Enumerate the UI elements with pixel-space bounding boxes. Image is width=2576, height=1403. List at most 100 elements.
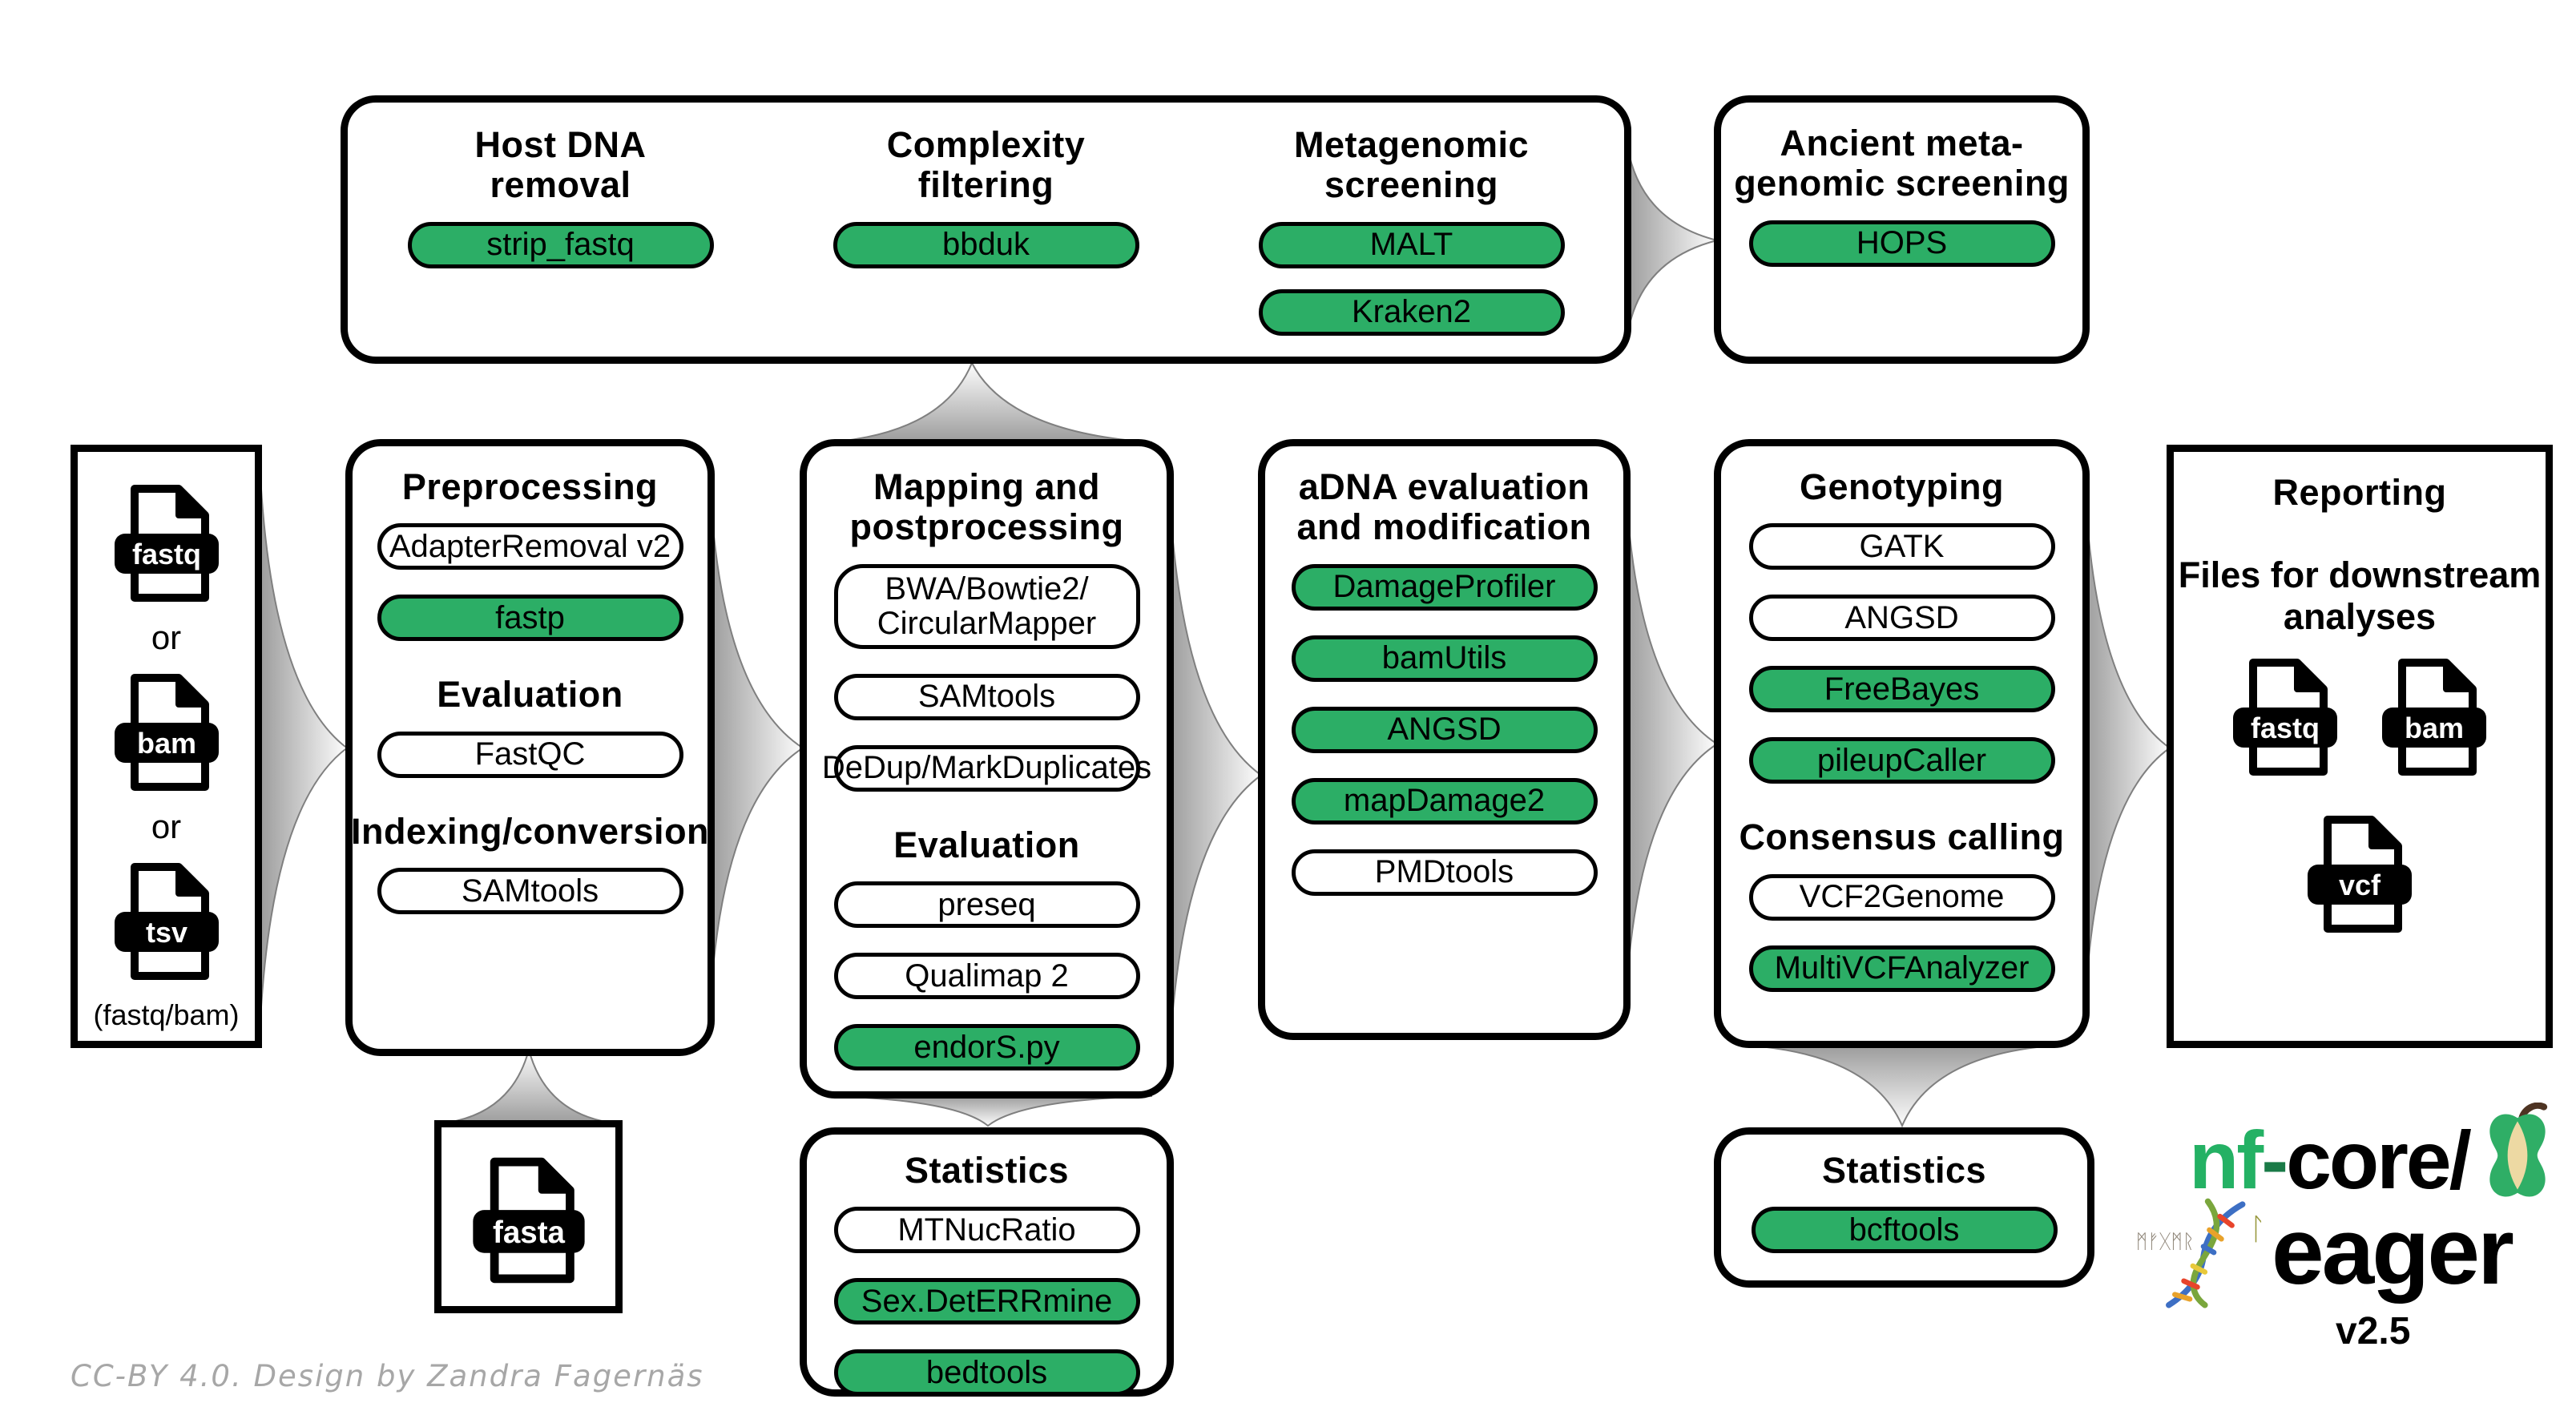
vcf-file-icon: vcf: [2304, 810, 2416, 938]
version-label: v2.5: [2336, 1310, 2411, 1353]
section-title: Metagenomic screening: [1293, 124, 1530, 206]
svg-text:fasta: fasta: [492, 1216, 565, 1250]
section-title: Evaluation: [893, 824, 1080, 865]
tool-pill-bwa-bowtie2-circularmapper: BWA/Bowtie2/ CircularMapper: [833, 563, 1140, 649]
section-title: Preprocessing: [401, 466, 659, 507]
tool-pill-malt: MALT: [1258, 221, 1565, 268]
tool-section: Host DNA removal strip_fastq: [348, 124, 773, 268]
tool-pill-pileupcaller: pileupCaller: [1748, 737, 2055, 784]
apple-core-icon: [2489, 1103, 2548, 1197]
tool-pill-bamutils: bamUtils: [1291, 635, 1598, 682]
rune-text: ᛗᚠᚷᛗᚱ: [2136, 1230, 2195, 1253]
screening-column: Complexity filtering bbduk: [773, 124, 1199, 357]
section-title: Ancient meta- genomic screening: [1734, 123, 2070, 204]
reporting-title: Reporting: [2272, 472, 2447, 513]
input-format-note: (fastq/bam): [93, 998, 240, 1031]
tool-pill-bcftools: bcftools: [1751, 1207, 2058, 1254]
arrow-input-to-preprocessing: [259, 460, 349, 1036]
section-title: Indexing/conversion: [350, 810, 710, 852]
reporting-panel: Reporting Files for downstream analyses …: [2167, 445, 2553, 1048]
section-title: Statistics: [1821, 1150, 1987, 1191]
tool-pill-mtnucratio: MTNucRatio: [833, 1207, 1140, 1254]
tool-pill-angsd: ANGSD: [1748, 595, 2055, 642]
tool-list: MALT Kraken2: [1199, 221, 1624, 336]
svg-text:bam: bam: [2405, 712, 2464, 744]
fastq-file-icon: fastq: [111, 479, 223, 607]
nf-green-text: nf: [2188, 1115, 2264, 1206]
tool-pill-vcf2genome: VCF2Genome: [1748, 873, 2055, 921]
tool-pill-damageprofiler: DamageProfiler: [1291, 563, 1598, 611]
bam-file-icon: bam: [111, 668, 223, 796]
tool-list: SAMtools: [353, 868, 707, 915]
arrow-mapping-to-statistics: [828, 1095, 1153, 1127]
or-separator: or: [151, 619, 182, 656]
tool-pill-adapterremoval-v2: AdapterRemoval v2: [377, 523, 683, 570]
tool-section: Statistics bcftools: [1721, 1150, 2087, 1254]
svg-text:fastq: fastq: [131, 538, 200, 570]
arrow-genotyping-to-statistics: [1750, 1045, 2054, 1128]
section-title: Host DNA removal: [474, 124, 647, 206]
tool-pill-dedup-markduplicates: DeDup/MarkDuplicates: [822, 744, 1151, 792]
section-title: Complexity filtering: [886, 124, 1086, 206]
arrow-mapping-to-adna: [1168, 484, 1263, 1066]
arrow-genotyping-to-reporting: [2084, 484, 2171, 1012]
screening-column: Host DNA removal strip_fastq: [348, 124, 773, 357]
fasta-reference-panel: fasta: [434, 1120, 623, 1313]
svg-text:tsv: tsv: [145, 916, 187, 949]
tool-pill-mapdamage2: mapDamage2: [1291, 777, 1598, 824]
tool-pill-qualimap-2: Qualimap 2: [833, 953, 1140, 1000]
tool-pill-samtools: SAMtools: [377, 868, 683, 915]
genotyping-statistics-panel: Statistics bcftools: [1714, 1127, 2094, 1288]
tool-pill-bedtools: bedtools: [833, 1349, 1140, 1397]
screening-columns: Host DNA removal strip_fastq Complexity fi…: [348, 103, 1624, 357]
tool-pill-strip-fastq: strip_fastq: [407, 221, 714, 268]
section-title: Statistics: [904, 1150, 1070, 1191]
tool-list: bbduk: [773, 221, 1199, 268]
section-title: Mapping and postprocessing: [849, 466, 1124, 548]
arrow-adna-to-genotyping: [1625, 484, 1719, 1004]
tool-list: FastQC: [353, 731, 707, 778]
tsv-file-icon: tsv: [111, 857, 223, 986]
tool-pill-angsd: ANGSD: [1291, 706, 1598, 753]
tool-pill-pmdtools: PMDtools: [1291, 849, 1598, 896]
tool-section: Complexity filtering bbduk: [773, 124, 1199, 268]
section-title: Evaluation: [437, 674, 623, 716]
tool-list: HOPS: [1721, 220, 2082, 267]
section-title: aDNA evaluation and modification: [1296, 466, 1592, 548]
license-credit: CC-BY 4.0. Design by Zandra Fagernäs: [71, 1359, 704, 1393]
rune-l-text: ᛚ: [2248, 1211, 2267, 1246]
tool-list: strip_fastq: [348, 221, 773, 268]
tool-pill-sex-deterrmine: Sex.DetERRmine: [833, 1278, 1140, 1325]
tool-pill-endors-py: endorS.py: [833, 1024, 1140, 1071]
arrow-fasta-to-preprocessing: [441, 1046, 616, 1124]
nfcore-wordmark: nf-core/: [2188, 1115, 2472, 1206]
svg-text:bam: bam: [136, 727, 196, 760]
eager-wordmark: eager: [2272, 1199, 2514, 1304]
tool-pill-kraken2: Kraken2: [1258, 288, 1565, 336]
downstream-files-title: Files for downstream analyses: [2178, 554, 2542, 637]
arrow-mapping-to-screening: [828, 361, 1153, 443]
svg-text:vcf: vcf: [2339, 869, 2381, 901]
tool-pill-gatk: GATK: [1748, 523, 2055, 570]
top-screening-panel: Host DNA removal strip_fastq Complexity fi…: [341, 95, 1631, 364]
